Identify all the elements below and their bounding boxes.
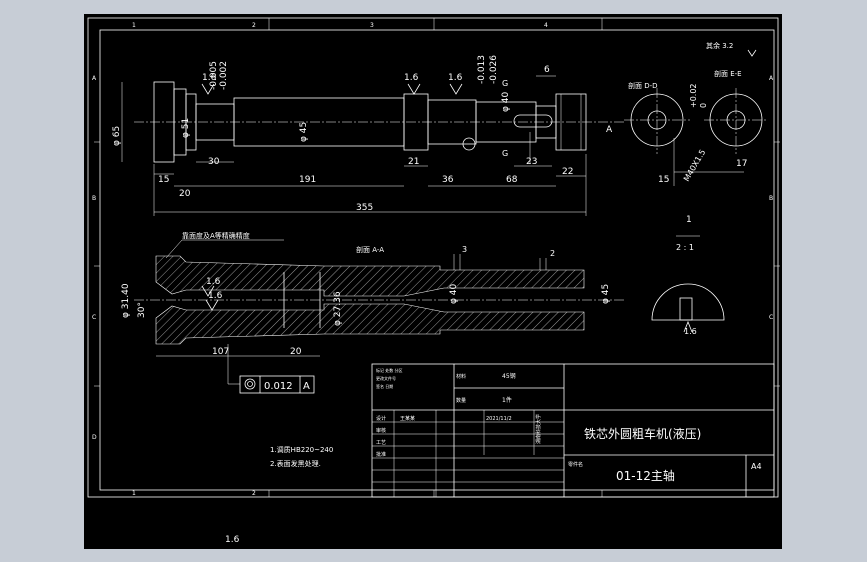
cad-drawing: 1 2 3 4 1 2 A B C D A B C	[87, 17, 780, 545]
detail-label: 1	[686, 215, 692, 225]
dim-phi2736: φ 27.36	[333, 291, 343, 326]
designer-label: 设计	[376, 415, 386, 422]
grid-num-2-bottom: 2	[252, 490, 256, 497]
dim-30: 30	[208, 157, 220, 167]
grid-letter-a-right: A	[769, 75, 774, 82]
view-label-a: A	[606, 125, 613, 135]
dim-68: 68	[506, 175, 518, 185]
tolerance-value: 0.012	[264, 381, 293, 392]
grid-num-3: 3	[370, 22, 374, 29]
lower-section-view: 3 2 靠面度及A等精确精度 剖面 A-A 1.6 1.6 φ 31.40 30…	[121, 231, 624, 394]
lower-dim-2: 2	[550, 249, 555, 258]
dim-phi40: φ 40	[501, 91, 511, 112]
grid-num-1: 1	[132, 22, 136, 29]
tol-upper-a: -0.005	[209, 61, 219, 90]
dim-355: 355	[356, 203, 373, 213]
dim-phi14: φ 45	[601, 284, 611, 304]
cad-viewport[interactable]: 1 2 3 4 1 2 A B C D A B C	[84, 14, 782, 549]
section-label-left: 剖面 D-D	[628, 81, 658, 90]
zone-markers: 1 2 3 4 1 2 A B C D A B C	[92, 18, 780, 497]
tol-lower-a: -0.002	[219, 61, 229, 90]
technical-note-1: 1.调质HB220~240	[270, 445, 333, 454]
section-views: 剖面 D-D 剖面 E-E +0.02 0 M40X1.5 15 17 其余 3…	[624, 41, 768, 186]
craft-label: 工艺	[376, 440, 386, 446]
tolerance-datum: A	[303, 381, 310, 392]
section-aa-label: 剖面 A-A	[356, 245, 384, 254]
dim-22: 22	[562, 167, 573, 177]
quantity-value: 1件	[502, 396, 512, 404]
material-label: 材料	[456, 373, 466, 380]
dim-phi3140: φ 31.40	[121, 283, 131, 318]
technical-note-2: 2.表面发黑处理.	[270, 459, 321, 468]
inner-frame	[99, 29, 775, 491]
title-block: 标记 处数 分区 更改文件号 签名 日期 材料 45钢 数量 1件 设计 王某某…	[371, 363, 775, 498]
grid-letter-c-right: C	[769, 314, 773, 321]
lower-roughness-lower: 1.6	[208, 291, 223, 301]
thread-spec: M40X1.5	[682, 148, 707, 183]
outer-frame	[87, 17, 779, 498]
grid-num-2: 2	[252, 22, 256, 29]
tol-upper-b: -0.013	[477, 55, 487, 84]
grid-letter-c: C	[92, 314, 96, 321]
dim-phi45: φ 45	[299, 122, 309, 142]
grid-letter-b-right: B	[769, 195, 773, 202]
design-date: 2021/11/2	[486, 416, 512, 422]
part-label: 零件名	[568, 461, 583, 468]
dim-23: 23	[526, 157, 537, 167]
label-g-bottom: G	[502, 149, 508, 158]
detail-roughness: 1.6	[684, 327, 697, 336]
section-dim-15: 15	[658, 175, 669, 185]
detail-scale: 2 : 1	[676, 243, 694, 252]
section-dim-17: 17	[736, 159, 747, 169]
tolerance-frame	[239, 375, 315, 394]
dim-20: 20	[179, 189, 191, 199]
detail-view: 1 2 : 1 1.6	[651, 215, 725, 336]
revision-row-3: 签名 日期	[376, 383, 393, 389]
check-label: 审核	[376, 427, 386, 434]
grid-num-1-bottom: 1	[132, 490, 136, 497]
bottom-roughness-text: 1.6	[225, 535, 240, 545]
roughness-mark-2: 1.6	[404, 73, 419, 83]
roughness-note: 其余 3.2	[706, 41, 733, 50]
approve-label: 批准	[376, 451, 386, 458]
lower-dim-3: 3	[462, 245, 467, 254]
drawing-title: 铁芯外圆粗车机(液压)	[584, 426, 701, 441]
main-shaft-view: 15 20 30 191 21 36 68 23 22 6 355 φ 65 φ…	[112, 55, 624, 216]
material-value: 45钢	[502, 372, 516, 380]
dim-36: 36	[442, 175, 454, 185]
dim-15: 15	[158, 175, 169, 185]
dim-6: 6	[544, 65, 550, 75]
dim-phi65: φ 65	[112, 126, 122, 146]
lower-roughness-upper: 1.6	[206, 277, 221, 287]
dim-phi30: φ 40	[449, 283, 459, 304]
callout-note: 靠面度及A等精确精度	[182, 231, 250, 240]
grid-letter-b: B	[92, 195, 96, 202]
lower-dim-20: 20	[290, 347, 302, 357]
revision-row-1: 标记 处数 分区	[376, 367, 403, 373]
part-name: 01-12主轴	[616, 468, 675, 483]
quantity-label: 数量	[456, 397, 466, 404]
dim-191: 191	[299, 175, 316, 185]
grid-letter-d: D	[92, 434, 97, 441]
roughness-mark-3: 1.6	[448, 73, 463, 83]
dim-angle: 30°	[137, 302, 147, 318]
section-label-right: 剖面 E-E	[714, 69, 742, 78]
school-stamp: 湖南科技大学	[535, 414, 542, 444]
dim-21: 21	[408, 157, 419, 167]
roughness-mark-1: 1.6	[202, 73, 217, 83]
tol-lower-b: -0.026	[489, 55, 499, 84]
grid-letter-a: A	[92, 75, 97, 82]
dim-phi51: φ 51	[181, 118, 191, 138]
dim-107: 107	[212, 347, 229, 357]
tol-zero: 0	[699, 103, 708, 108]
paper-size: A4	[751, 462, 762, 471]
label-g-top: G	[502, 79, 508, 88]
tol-plus: +0.02	[689, 83, 698, 108]
grid-num-4: 4	[544, 22, 548, 29]
revision-row-2: 更改文件号	[376, 375, 396, 381]
designer-name: 王某某	[400, 416, 415, 422]
